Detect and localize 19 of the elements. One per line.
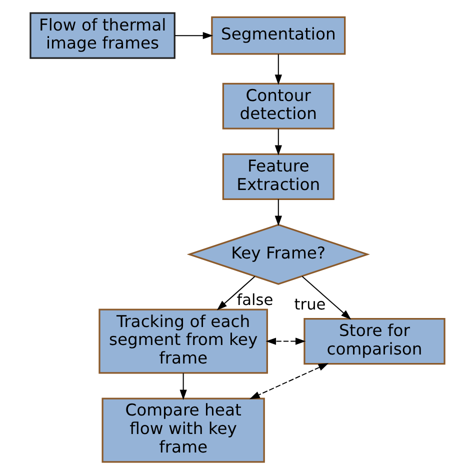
arrow [265, 337, 306, 344]
edge-label: false [236, 290, 273, 309]
arrow [249, 362, 328, 399]
node-box: Tracking of each segment from key frame [98, 308, 268, 374]
node-box: Contour detection [222, 82, 334, 129]
node-box: Store for comparison [303, 317, 445, 364]
node-box: Feature Extraction [222, 152, 334, 200]
node-box: Flow of thermal image frames [29, 12, 175, 58]
node-box: Compare heat flow with key frame [101, 397, 264, 462]
node-box: Segmentation [210, 16, 346, 54]
arrow [216, 275, 255, 310]
arrow [274, 198, 282, 226]
edge-label: true [294, 295, 326, 314]
arrow [179, 372, 186, 400]
arrow [274, 54, 282, 84]
arrow [274, 128, 282, 155]
node-diamond: Key Frame? [186, 223, 370, 284]
arrow [301, 275, 351, 320]
arrow [174, 32, 213, 39]
